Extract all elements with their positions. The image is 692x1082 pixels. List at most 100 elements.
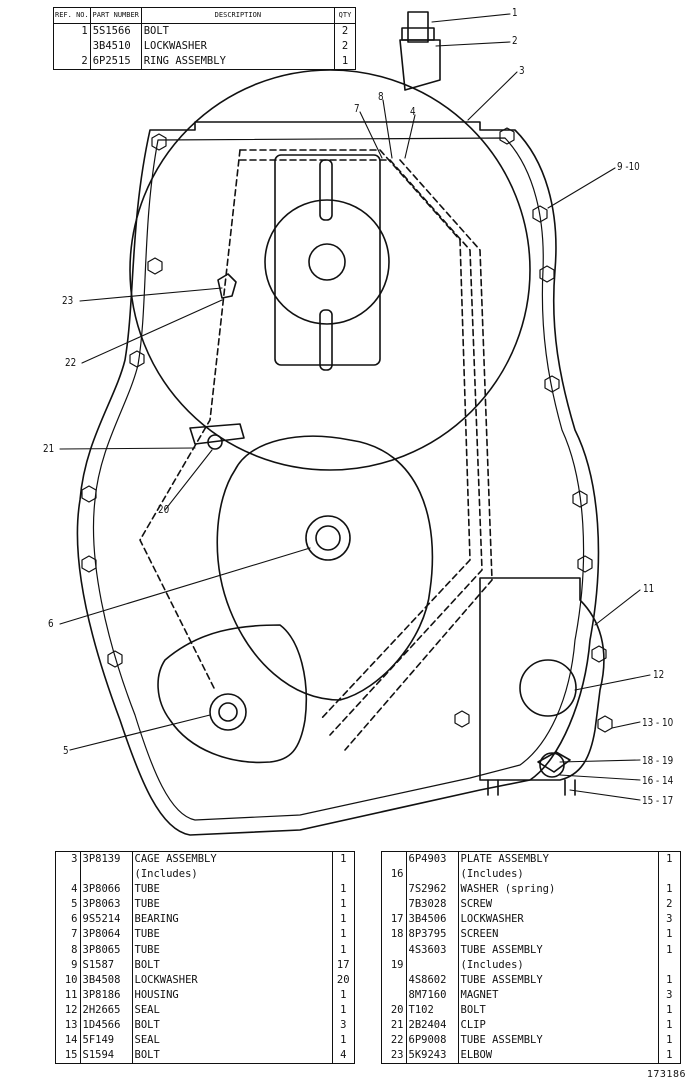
qty-cell: 1 <box>340 1003 347 1016</box>
part-number-cell: 7B3028 <box>406 897 459 913</box>
outer-case-outline <box>76 121 600 836</box>
description-cell: LOCKWASHER <box>458 912 659 928</box>
table-row: 19(Includes) <box>382 957 680 973</box>
qty-cell: 4 <box>340 1049 347 1062</box>
description-cell: TUBE ASSEMBLY <box>458 1033 659 1049</box>
callout-20: 20 <box>158 503 170 516</box>
callout-13-10: 13 - 10 <box>642 716 674 729</box>
ref-cell: 3 <box>56 852 81 868</box>
qty-cell: 1 <box>340 898 347 911</box>
callout-1: 1 <box>512 6 518 19</box>
part-number-cell: 3P8139 <box>80 852 133 868</box>
callout-5: 5 <box>63 744 69 757</box>
leader-lines <box>59 13 651 801</box>
bearing-5-inner <box>218 702 238 722</box>
qty-cell: 2 <box>341 25 349 37</box>
ref-cell <box>382 987 407 1003</box>
lower-left-plate <box>157 624 308 764</box>
ref-cell: 4 <box>56 882 81 898</box>
part-number-cell: 3B4506 <box>406 912 459 928</box>
description-cell: SEAL <box>132 1033 333 1049</box>
ref-cell <box>54 39 91 55</box>
part-number-cell: 2B2404 <box>406 1018 459 1034</box>
cage-bearing <box>308 243 346 281</box>
callout-18-19: 18 - 19 <box>642 754 674 767</box>
description-cell: BOLT <box>141 23 336 40</box>
ref-cell: 20 <box>382 1002 407 1019</box>
ref-cell <box>382 852 407 868</box>
ref-cell: 8 <box>56 942 81 958</box>
bearing-5-outer <box>209 693 247 731</box>
ref-cell: 13 <box>56 1018 81 1034</box>
part-number-cell <box>80 867 133 883</box>
qty-cell: 17 <box>336 958 350 971</box>
part-number-cell: 3P8066 <box>80 882 133 898</box>
part-number-cell: 3P8065 <box>80 942 133 958</box>
qty-cell: 1 <box>666 943 673 956</box>
ref-cell: 22 <box>382 1033 407 1049</box>
qty-cell: 2 <box>666 898 673 911</box>
callout-15-17: 15 - 17 <box>642 794 674 807</box>
part-number-cell: 3P8063 <box>80 897 133 913</box>
description-cell: LOCKWASHER <box>141 39 336 55</box>
tube-8 <box>239 159 483 736</box>
part-number-cell: 3P8064 <box>80 927 133 943</box>
description-cell: SCREW <box>458 897 659 913</box>
perimeter-bolt-heads <box>81 127 613 733</box>
callout-7: 7 <box>354 102 360 115</box>
description-cell: (Includes) <box>458 867 659 883</box>
callout-6: 6 <box>48 617 54 630</box>
part-number-cell: 3B4508 <box>80 972 133 988</box>
qty-cell: 1 <box>340 943 347 956</box>
ref-cell: 12 <box>56 1002 81 1019</box>
description-cell: HOUSING <box>132 987 333 1003</box>
ref-cell <box>382 942 407 958</box>
part-number-cell: 6P2515 <box>90 54 142 70</box>
ref-cell <box>382 882 407 898</box>
part-number-cell: 5S1566 <box>90 23 142 40</box>
table-row: (Includes) <box>56 867 354 883</box>
ring-top-mount <box>399 39 441 91</box>
cage-assembly <box>274 154 381 366</box>
description-cell: RING ASSEMBLY <box>141 54 336 70</box>
part-number-cell: 9S5214 <box>80 912 133 928</box>
ref-cell: 11 <box>56 987 81 1003</box>
ref-cell: 6 <box>56 912 81 928</box>
elbow-23 <box>217 273 237 299</box>
part-number-cell: S1594 <box>80 1048 133 1064</box>
qty-cell <box>332 867 354 882</box>
description-cell: SEAL <box>132 1002 333 1019</box>
qty-cell: 1 <box>340 988 347 1001</box>
description-cell: WASHER (spring) <box>458 882 659 898</box>
part-number-cell: 6P9008 <box>406 1033 459 1049</box>
qty-cell: 1 <box>666 1019 673 1032</box>
qty-cell: 1 <box>340 883 347 896</box>
qty-cell: 1 <box>340 913 347 926</box>
ref-cell: 7 <box>56 927 81 943</box>
lower-housing-outline <box>216 435 434 701</box>
callout-9-10: 9 -10 <box>617 160 640 173</box>
description-cell: TUBE <box>132 882 333 898</box>
ref-cell: 18 <box>382 927 407 943</box>
ref-cell: 1 <box>54 23 91 40</box>
bearing-6-outer <box>305 515 351 561</box>
qty-cell <box>658 958 680 973</box>
callout-4: 4 <box>410 105 416 118</box>
figure-id: 173186 <box>646 1069 686 1080</box>
